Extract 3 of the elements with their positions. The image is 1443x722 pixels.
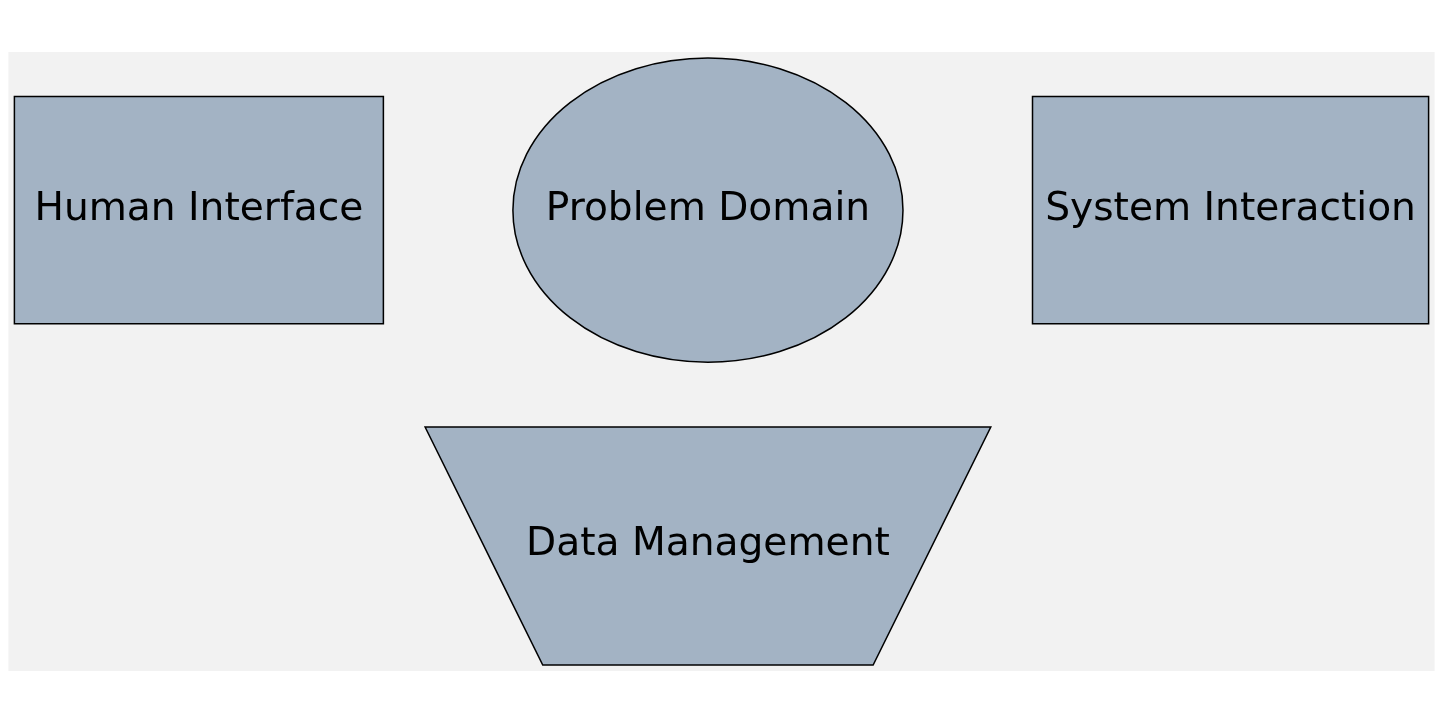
node-box: Human Interface <box>13 95 385 325</box>
node-box: System Interaction <box>1031 95 1430 325</box>
node-ellipse: Problem Domain <box>512 56 904 363</box>
